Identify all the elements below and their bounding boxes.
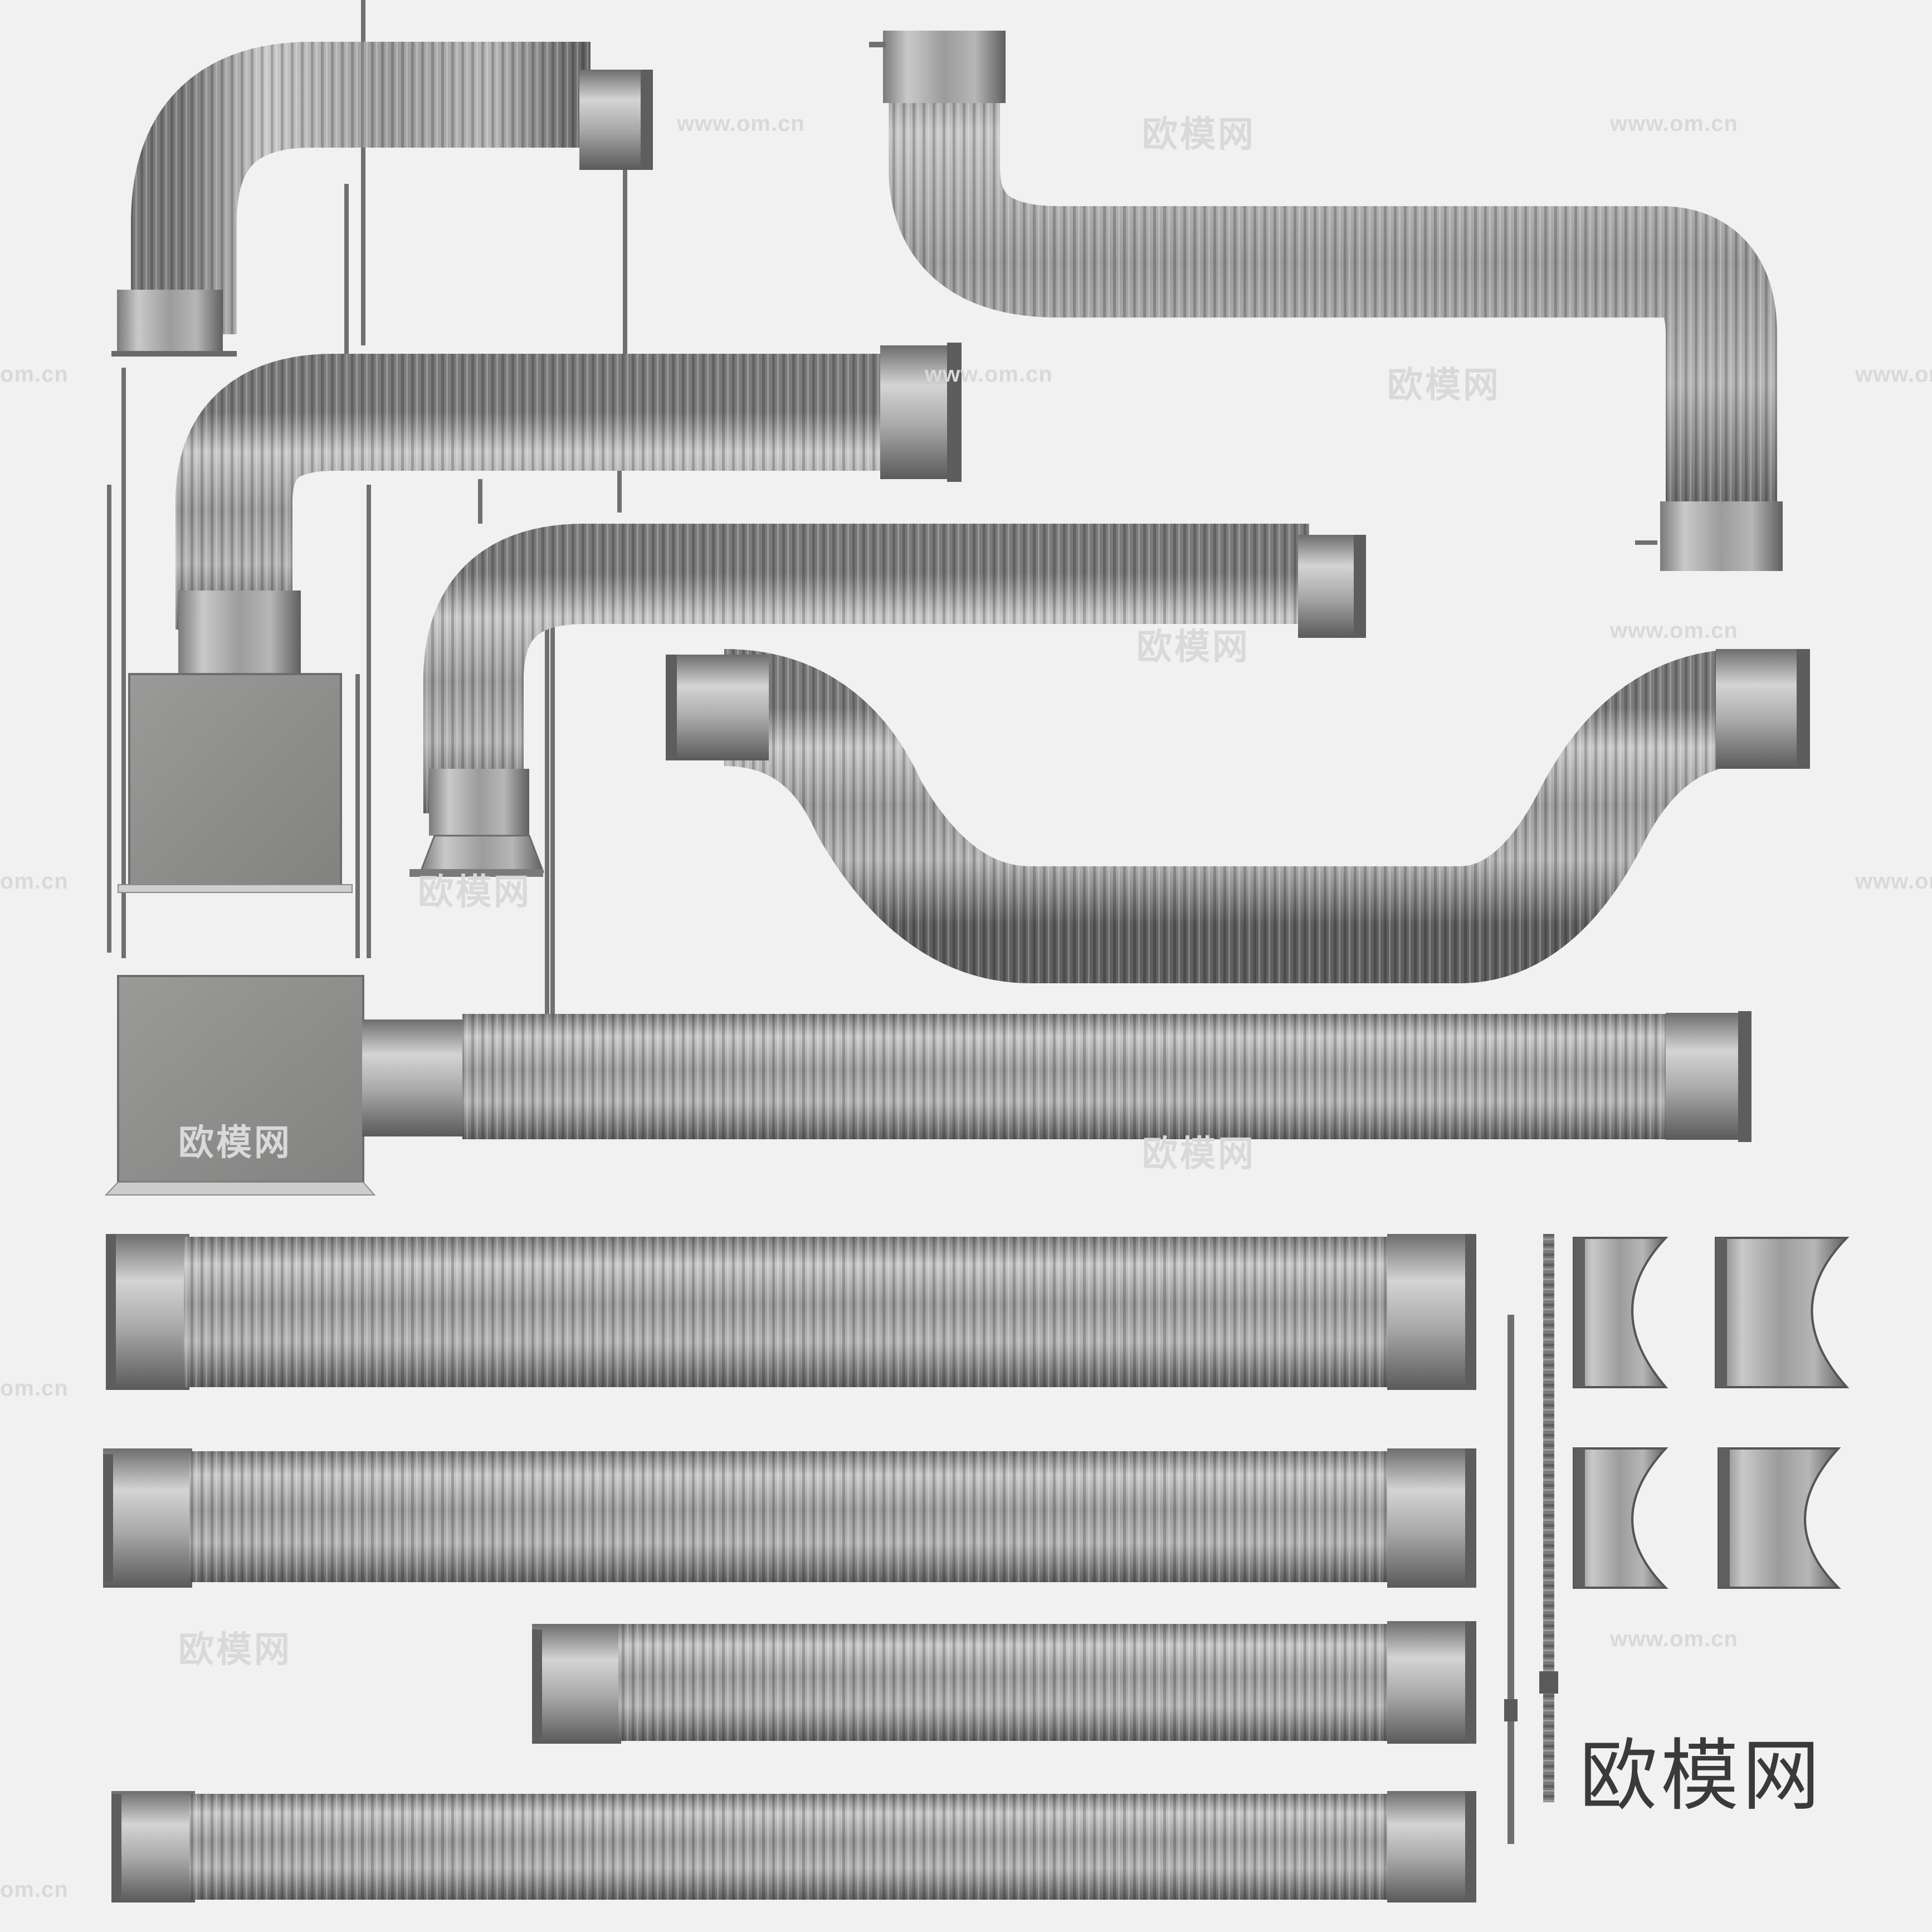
- half-clamp-1: [1573, 1237, 1668, 1388]
- flex-duct-straight-3: [532, 1621, 1476, 1744]
- watermark-brand: 欧模网: [1136, 627, 1250, 667]
- threaded-rods: [1504, 1234, 1558, 1844]
- half-clamp-4: [1718, 1447, 1841, 1589]
- hanger-rods: [107, 0, 627, 1031]
- watermark-brand: 欧模网: [418, 872, 531, 912]
- watermark-brand: 欧模网: [1142, 114, 1256, 154]
- watermark-brand: 欧模网: [1387, 365, 1501, 405]
- watermark-brand: 欧模网: [178, 1629, 292, 1670]
- watermark-url: www.om.cn: [1855, 869, 1932, 894]
- flex-duct-straight-plenum: [362, 1011, 1752, 1142]
- plenum-box-lower: [104, 975, 376, 1196]
- flex-duct-elbow-plenum: [175, 343, 962, 674]
- watermark-url: www.om.cn: [1610, 1627, 1738, 1651]
- watermark-url: om.cn: [0, 869, 69, 894]
- watermark-url: www.om.cn: [677, 111, 805, 136]
- flex-duct-elbow-diffuser: [409, 524, 1366, 877]
- watermark-url: www.om.cn: [1610, 618, 1738, 643]
- flex-duct-straight-2: [103, 1448, 1476, 1588]
- flex-duct-straight-1: [106, 1234, 1476, 1390]
- watermark-brand: 欧模网: [178, 1123, 292, 1163]
- half-clamps: [1573, 1237, 1850, 1589]
- watermark-url: www.om.cn: [1855, 362, 1932, 387]
- flex-duct-s-curve: [666, 649, 1810, 983]
- watermark-brand: 欧模网: [1142, 1134, 1256, 1174]
- brand-logo-text: 欧模网: [1579, 1731, 1824, 1822]
- half-clamp-3: [1573, 1447, 1668, 1589]
- plenum-box-upper: [118, 673, 353, 893]
- flex-duct-elbow-top-left: [111, 42, 653, 357]
- watermark-url: om.cn: [0, 1376, 69, 1401]
- flex-duct-u-top-right: [869, 31, 1783, 571]
- watermark-url: om.cn: [0, 362, 69, 387]
- half-clamp-2: [1715, 1237, 1850, 1388]
- watermark-url: www.om.cn: [925, 362, 1053, 387]
- flex-duct-straight-4: [111, 1791, 1476, 1902]
- watermark-url: www.om.cn: [1610, 111, 1738, 136]
- watermark-url: om.cn: [0, 1877, 69, 1902]
